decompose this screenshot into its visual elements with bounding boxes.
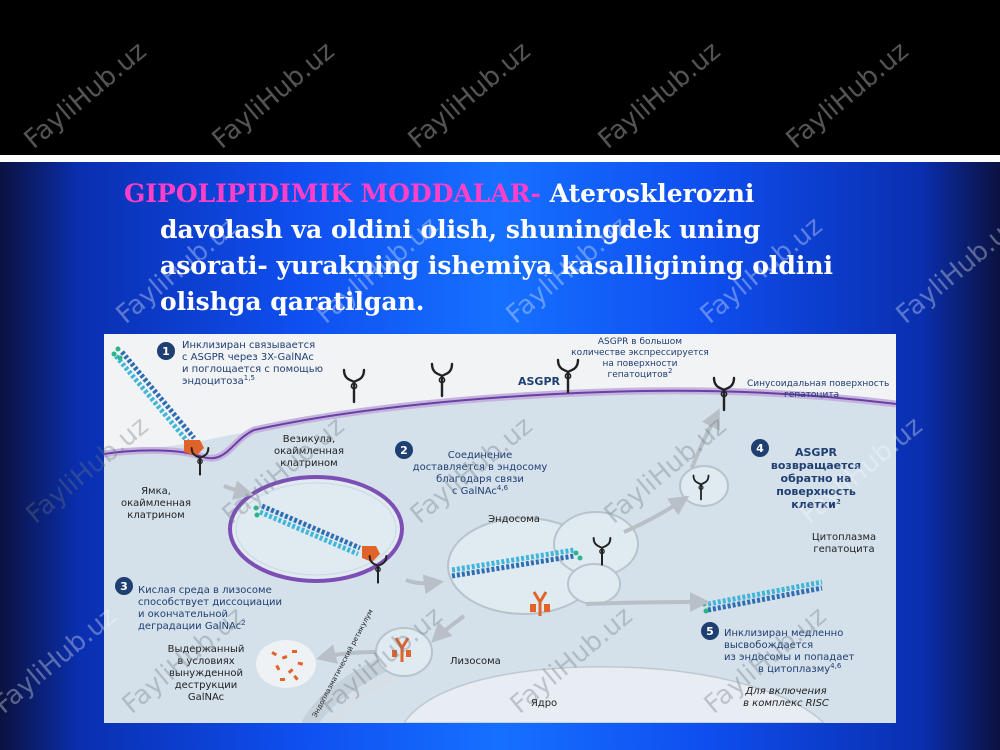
svg-text:Цитоплазма: Цитоплазма — [812, 532, 876, 543]
svg-text:и окончательной: и окончательной — [138, 609, 228, 620]
risc-caption: Для включения в комплекс RISC — [743, 686, 829, 709]
nucleus-label: Ядро — [531, 698, 557, 709]
svg-text:Для включения: Для включения — [744, 686, 826, 697]
heading-line-4: olishga qaratilgan. — [160, 287, 425, 316]
svg-text:Соединение: Соединение — [448, 450, 513, 461]
figure-canvas: 1 2 3 4 5 Инклизиран связывается с ASGPR… — [104, 337, 896, 723]
svg-text:клатрином: клатрином — [280, 458, 337, 469]
svg-text:в цитоплазму4,6: в цитоплазму4,6 — [758, 662, 842, 675]
svg-text:ASGPR: ASGPR — [795, 446, 838, 459]
svg-text:1: 1 — [162, 345, 170, 358]
heading-line-3: asorati- yurakning ishemiya kasalliginin… — [160, 251, 834, 280]
step-1-badge: 1 — [157, 342, 175, 360]
lysosome — [375, 627, 433, 677]
heading-line-1: GIPOLIPIDIMIK MODDALAR- Aterosklerozni — [124, 176, 924, 212]
svg-text:Везикула,: Везикула, — [283, 434, 336, 445]
asgpr-label: ASGPR — [518, 375, 561, 388]
svg-text:клетки2: клетки2 — [791, 498, 841, 511]
svg-text:на поверхности: на поверхности — [603, 359, 678, 369]
svg-text:из эндосомы и попадает: из эндосомы и попадает — [724, 652, 854, 663]
svg-text:и поглощается с помощью: и поглощается с помощью — [182, 364, 323, 375]
vesicle-caption: Везикула, окаймленная клатрином — [274, 434, 344, 469]
slide-heading: GIPOLIPIDIMIK MODDALAR- Aterosklerozni d… — [124, 176, 924, 320]
recycling-vesicle — [679, 465, 729, 507]
svg-text:гепатоцита: гепатоцита — [813, 544, 874, 555]
resistant-caption: Выдержанный в условиях вынужденной дестр… — [168, 644, 245, 703]
inclisiran-strand-pit — [111, 346, 196, 444]
heading-line-2: davolash va oldini olish, shuningdek uni… — [160, 215, 761, 244]
step-5-caption: Инклизиран медленно высвобождается из эн… — [724, 628, 854, 675]
heading-line-1-rest: Aterosklerozni — [540, 179, 755, 208]
svg-text:Кислая среда в лизосоме: Кислая среда в лизосоме — [138, 585, 272, 596]
asgpr-receptor-icon — [556, 358, 580, 394]
nucleus — [403, 666, 826, 723]
vesicle-inner — [235, 482, 397, 576]
clathrin-vesicle — [228, 475, 404, 583]
asgpr-receptor-icon — [430, 362, 454, 398]
svg-text:возвращается: возвращается — [771, 459, 861, 472]
inclisiran-strand-vesicle — [253, 503, 361, 557]
svg-text:с ASGPR через 3X-GalNAc: с ASGPR через 3X-GalNAc — [182, 352, 314, 363]
step-4-caption: ASGPR возвращается обратно на поверхност… — [771, 446, 861, 511]
step-3-badge: 3 — [115, 577, 133, 595]
svg-text:окаймленная: окаймленная — [121, 498, 191, 509]
step-2-badge: 2 — [395, 441, 413, 459]
svg-text:доставляется в эндосому: доставляется в эндосому — [413, 462, 548, 473]
step-1-caption: Инклизиран связывается с ASGPR через 3X-… — [182, 340, 323, 387]
cytoplasm-caption: Цитоплазма гепатоцита — [812, 532, 876, 555]
svg-text:Инклизиран связывается: Инклизиран связывается — [182, 340, 315, 351]
degraded-galnac-fragments — [256, 640, 316, 688]
surface-caption: Синусоидальная поверхность гепатоцита — [747, 379, 889, 400]
svg-text:в комплекс RISC: в комплекс RISC — [743, 698, 829, 709]
svg-text:обратно на: обратно на — [781, 472, 852, 485]
lysosome-label: Лизосома — [450, 656, 501, 667]
svg-text:с GalNAc4,6: с GalNAc4,6 — [452, 484, 509, 497]
svg-text:деструкции: деструкции — [175, 680, 238, 691]
svg-text:Выдержанный: Выдержанный — [168, 644, 245, 655]
heading-keyword: GIPOLIPIDIMIK MODDALAR- — [124, 179, 541, 208]
svg-text:в условиях: в условиях — [177, 656, 234, 667]
svg-text:гепатоцитов2: гепатоцитов2 — [608, 367, 673, 380]
step-3-caption: Кислая среда в лизосоме способствует дис… — [138, 585, 282, 632]
svg-text:2: 2 — [400, 444, 408, 457]
slide-title-band — [0, 0, 1000, 155]
svg-text:ASGPR в большом: ASGPR в большом — [598, 337, 682, 347]
svg-text:клатрином: клатрином — [127, 510, 184, 521]
asgpr-expression-caption: ASGPR в большом количестве экспрессирует… — [571, 337, 709, 380]
plasma-membrane-outline — [104, 389, 896, 460]
step-4-badge: 4 — [751, 439, 769, 457]
svg-text:поверхность: поверхность — [776, 485, 856, 498]
svg-text:Синусоидальная поверхность: Синусоидальная поверхность — [747, 379, 889, 389]
endosome-label: Эндосома — [488, 514, 540, 525]
svg-text:благодаря связи: благодаря связи — [436, 474, 524, 485]
title-divider — [0, 155, 1000, 162]
svg-text:эндоцитоза1,5: эндоцитоза1,5 — [182, 374, 255, 387]
lysosome-galnac — [392, 637, 411, 662]
svg-text:Инклизиран медленно: Инклизиран медленно — [724, 628, 843, 639]
endocytosis-figure: 1 2 3 4 5 Инклизиран связывается с ASGPR… — [104, 334, 896, 723]
svg-text:высвобождается: высвобождается — [724, 640, 813, 651]
asgpr-receptor-icon — [342, 368, 366, 404]
svg-text:способствует диссоциации: способствует диссоциации — [138, 597, 282, 608]
svg-text:окаймленная: окаймленная — [274, 446, 344, 457]
svg-text:GalNAc: GalNAc — [188, 692, 224, 703]
svg-text:5: 5 — [706, 625, 714, 638]
step-2-caption: Соединение доставляется в эндосому благо… — [413, 450, 548, 497]
released-galnac — [530, 591, 550, 616]
svg-text:гепатоцита: гепатоцита — [784, 390, 839, 400]
svg-text:количестве экспрессируется: количестве экспрессируется — [571, 348, 709, 358]
inclisiran-strand-endosome — [451, 547, 583, 579]
vesicle-receptor-complex — [362, 546, 388, 584]
galnac-receptor-complex — [184, 440, 210, 476]
step-5-badge: 5 — [701, 622, 719, 640]
svg-text:Ямка,: Ямка, — [141, 486, 171, 497]
svg-text:вынужденной: вынужденной — [169, 668, 243, 679]
svg-text:3: 3 — [120, 580, 128, 593]
flow-arrows — [223, 408, 720, 664]
svg-text:деградации GalNAc2: деградации GalNAc2 — [138, 619, 246, 632]
pit-caption: Ямка, окаймленная клатрином — [121, 486, 191, 521]
svg-text:4: 4 — [756, 442, 764, 455]
